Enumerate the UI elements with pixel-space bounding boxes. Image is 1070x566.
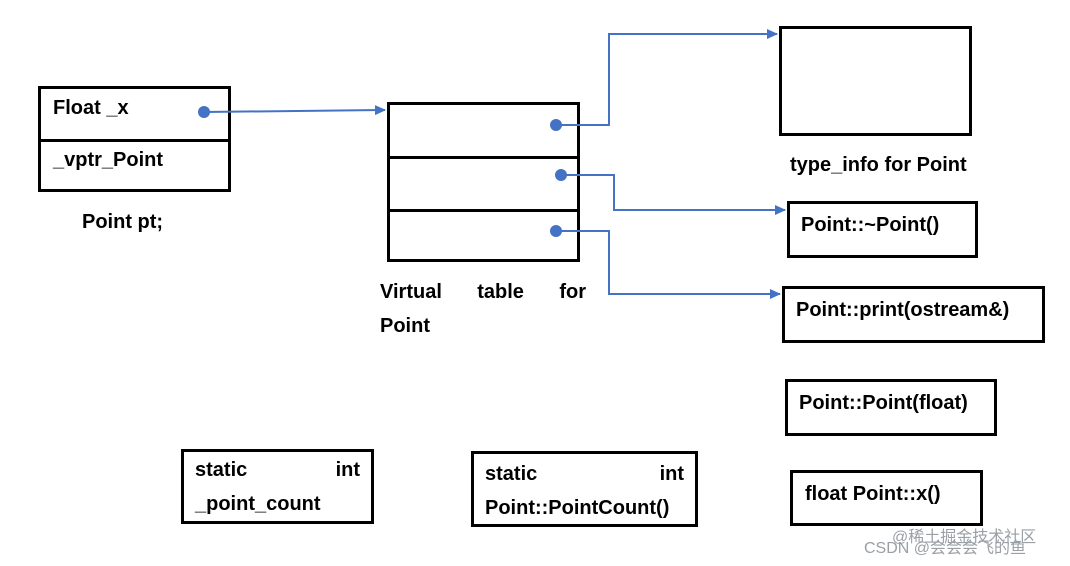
field-x-label: Float _x xyxy=(53,97,129,119)
constructor-label: Point::Point(float) xyxy=(799,392,968,414)
getter-box: float Point::x() xyxy=(790,470,983,526)
static-member-name: _point_count xyxy=(195,493,321,515)
virtual-table-box xyxy=(387,102,580,262)
watermark-line1: @稀土掘金技术社区 xyxy=(892,529,1037,546)
slot2-connector-line xyxy=(561,174,786,215)
slot3-to-print-connector xyxy=(550,225,781,299)
vtable-caption-word-for: for xyxy=(559,281,586,303)
point-object-box: Float _x _vptr_Point xyxy=(38,86,231,192)
destructor-label: Point::~Point() xyxy=(801,214,940,236)
field-vptr-label: _vptr_Point xyxy=(53,149,164,171)
print-label: Point::print(ostream&) xyxy=(796,299,1010,321)
vptr-connector-line xyxy=(203,105,386,116)
slot1-to-type-info-connector xyxy=(550,29,778,131)
static-method-box: static int Point::PointCount() xyxy=(471,451,698,527)
type-info-box xyxy=(779,26,972,136)
slot1-connector-line xyxy=(556,29,778,126)
destructor-box: Point::~Point() xyxy=(787,201,978,258)
vtable-caption-line1: Virtual table for xyxy=(380,280,586,304)
print-box: Point::print(ostream&) xyxy=(782,286,1045,343)
static-method-type: int xyxy=(659,463,684,485)
vptr-to-vtable-connector xyxy=(198,105,386,118)
constructor-box: Point::Point(float) xyxy=(785,379,997,436)
slot3-connector-line xyxy=(556,230,781,299)
vtable-caption-word-table: table xyxy=(477,281,524,303)
watermark-line2: CSDN @会会会飞的鱼 xyxy=(864,540,1027,557)
static-member-box: static int _point_count xyxy=(181,449,374,524)
vtable-caption-word-virtual: Virtual xyxy=(380,281,442,303)
static-member-type-row: static int xyxy=(195,458,360,482)
vtable-slot-divider-2 xyxy=(390,209,577,212)
static-member-type: int xyxy=(335,459,360,481)
static-method-keyword: static xyxy=(485,463,538,485)
static-method-name: Point::PointCount() xyxy=(485,497,670,519)
vtable-slot-divider-1 xyxy=(390,156,577,159)
object-caption: Point pt; xyxy=(82,211,164,233)
static-member-keyword: static xyxy=(195,459,248,481)
vtable-caption-line2: Point xyxy=(380,315,430,337)
getter-label: float Point::x() xyxy=(805,483,941,505)
static-method-type-row: static int xyxy=(485,462,684,486)
slot2-to-destructor-connector xyxy=(555,169,786,215)
type-info-caption: type_info for Point xyxy=(790,154,967,176)
object-cell-divider xyxy=(41,139,228,142)
